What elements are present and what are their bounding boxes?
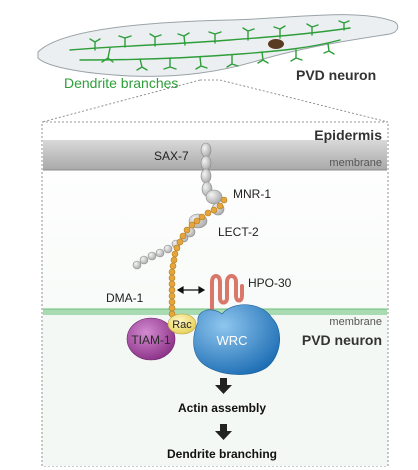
wrc-complex [193, 304, 280, 375]
panel-pvd-label: PVD neuron [302, 332, 382, 348]
mnr1-label: MNR-1 [233, 187, 271, 201]
worm-illustration [37, 14, 399, 77]
bottom-membrane-label: membrane [329, 316, 382, 328]
lect2-label: LECT-2 [218, 225, 259, 239]
rac-label: Rac [172, 319, 192, 331]
tiam1-protein [126, 317, 176, 361]
worm-pvd-label: PVD neuron [296, 67, 376, 83]
dendrite-branching-label: Dendrite branching [167, 447, 277, 461]
wrc-label: WRC [216, 333, 247, 348]
tiam1-label: TIAM-1 [131, 333, 171, 347]
worm-body [37, 14, 399, 77]
dma1-label: DMA-1 [106, 291, 144, 305]
hpo30-label: HPO-30 [248, 276, 292, 290]
hpo30-protein [210, 274, 244, 320]
top-membrane-label: membrane [329, 157, 382, 169]
down-arrow-2 [215, 424, 232, 440]
zoom-lines [41, 79, 389, 123]
sax7-label: SAX-7 [154, 149, 189, 163]
dendrite-tree [69, 20, 351, 71]
epidermis-label: Epidermis [314, 127, 382, 143]
epidermis-membrane [43, 140, 387, 170]
rac-protein [167, 313, 197, 335]
binding-arrow [176, 285, 206, 295]
down-arrow-1 [215, 378, 232, 394]
dma1-protein [168, 196, 228, 318]
pvd-cell-body [268, 39, 284, 49]
actin-assembly-label: Actin assembly [178, 401, 266, 415]
dendrite-branches-label: Dendrite branches [64, 75, 178, 91]
